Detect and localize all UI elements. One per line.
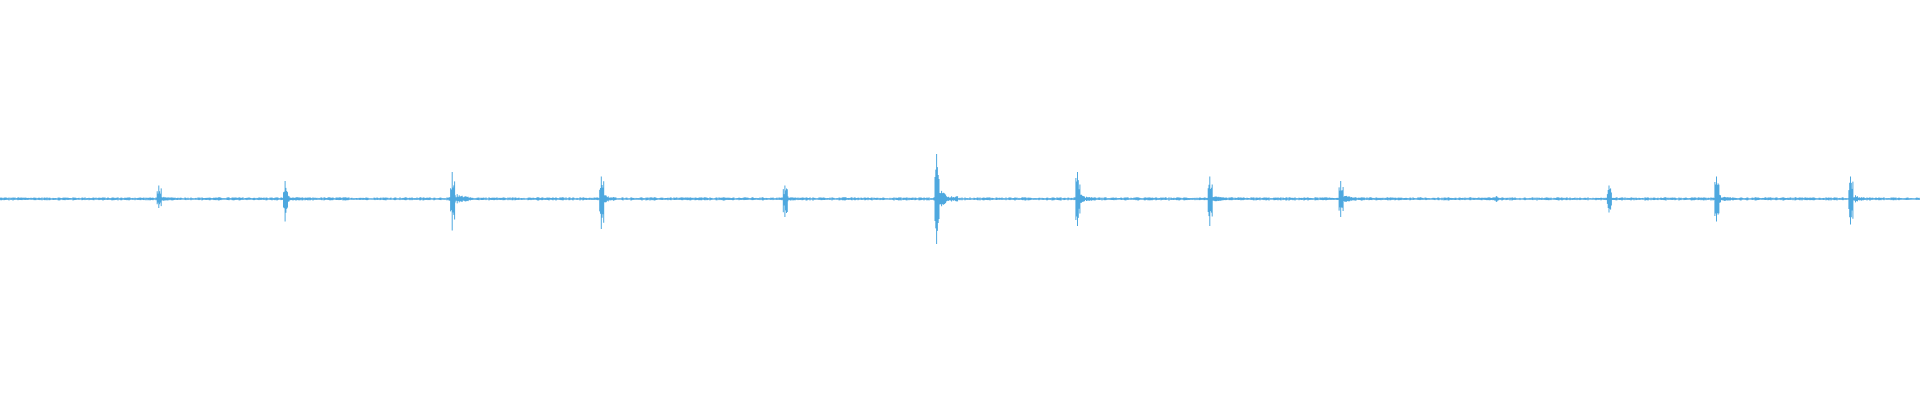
waveform-transient-3 xyxy=(450,172,472,231)
waveform-transient-8 xyxy=(1207,176,1224,226)
waveform-transient-4 xyxy=(599,176,615,229)
waveform-transient-7 xyxy=(1075,172,1095,226)
waveform-transient-12 xyxy=(1714,176,1734,222)
waveform-transient-10 xyxy=(1494,196,1505,202)
waveform-transient-5 xyxy=(782,185,796,217)
waveform-transient-1 xyxy=(156,185,181,208)
waveform-transient-13 xyxy=(1848,176,1866,225)
waveform-transient-11 xyxy=(1606,185,1623,213)
waveform-signal xyxy=(0,154,1920,244)
waveform-transient-9 xyxy=(1338,181,1368,217)
waveform-transient-2 xyxy=(283,181,299,222)
waveform-transient-6 xyxy=(934,154,959,244)
